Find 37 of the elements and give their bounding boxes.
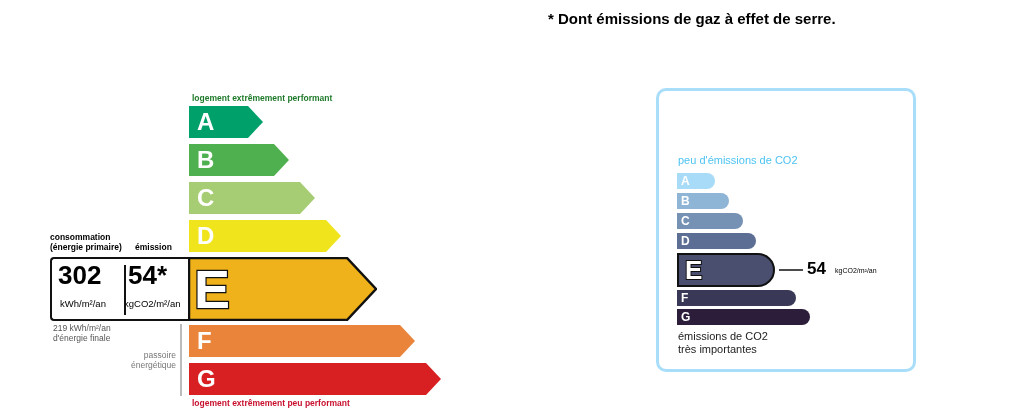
scale-footer: logement extrêmement peu performant bbox=[192, 398, 442, 408]
value-number: 302 bbox=[58, 261, 102, 289]
rating-bar bbox=[677, 213, 743, 229]
rating-bar bbox=[677, 193, 729, 209]
rating-bar bbox=[677, 309, 810, 325]
column-heading: consommation (énergie primaire) bbox=[50, 232, 123, 252]
unit-text: kWh/m²/an bbox=[60, 298, 106, 310]
note-text: 219 kWh/m²/an d'énergie finale bbox=[53, 323, 112, 343]
value-box bbox=[50, 257, 189, 321]
rating-letter: A bbox=[681, 174, 690, 188]
rating-bar bbox=[677, 173, 715, 189]
rating-letter: C bbox=[197, 185, 215, 211]
value-number: 54 bbox=[807, 259, 826, 279]
rating-letter: B bbox=[197, 147, 215, 173]
scale-footer: émissions de CO2 très importantes bbox=[678, 330, 788, 356]
rating-letter: B bbox=[681, 194, 690, 208]
footnote: * Dont émissions de gaz à effet de serre. bbox=[548, 10, 837, 27]
scale-heading: logement extrêmement performant bbox=[192, 93, 334, 103]
rating-bar bbox=[677, 233, 756, 249]
rating-letter: C bbox=[681, 214, 690, 228]
leader-line bbox=[778, 269, 804, 271]
rating-letter: A bbox=[197, 109, 215, 135]
rating-letter: E bbox=[685, 255, 703, 285]
rating-letter: F bbox=[197, 328, 212, 354]
note-text: passoire énergétique bbox=[130, 350, 176, 370]
rating-bar bbox=[677, 290, 796, 306]
rating-letter: F bbox=[681, 291, 689, 305]
rating-letter: D bbox=[681, 234, 690, 248]
panel bbox=[656, 88, 916, 372]
rating-letter: G bbox=[681, 310, 691, 324]
rating-letter: E bbox=[194, 260, 231, 318]
scale-heading: peu d'émissions de CO2 bbox=[678, 154, 798, 166]
rating-bar bbox=[677, 253, 775, 287]
column-heading: émission bbox=[135, 242, 173, 252]
rating-letter: D bbox=[197, 223, 215, 249]
value-number: 54* bbox=[128, 261, 168, 289]
rating-letter: G bbox=[197, 366, 216, 392]
